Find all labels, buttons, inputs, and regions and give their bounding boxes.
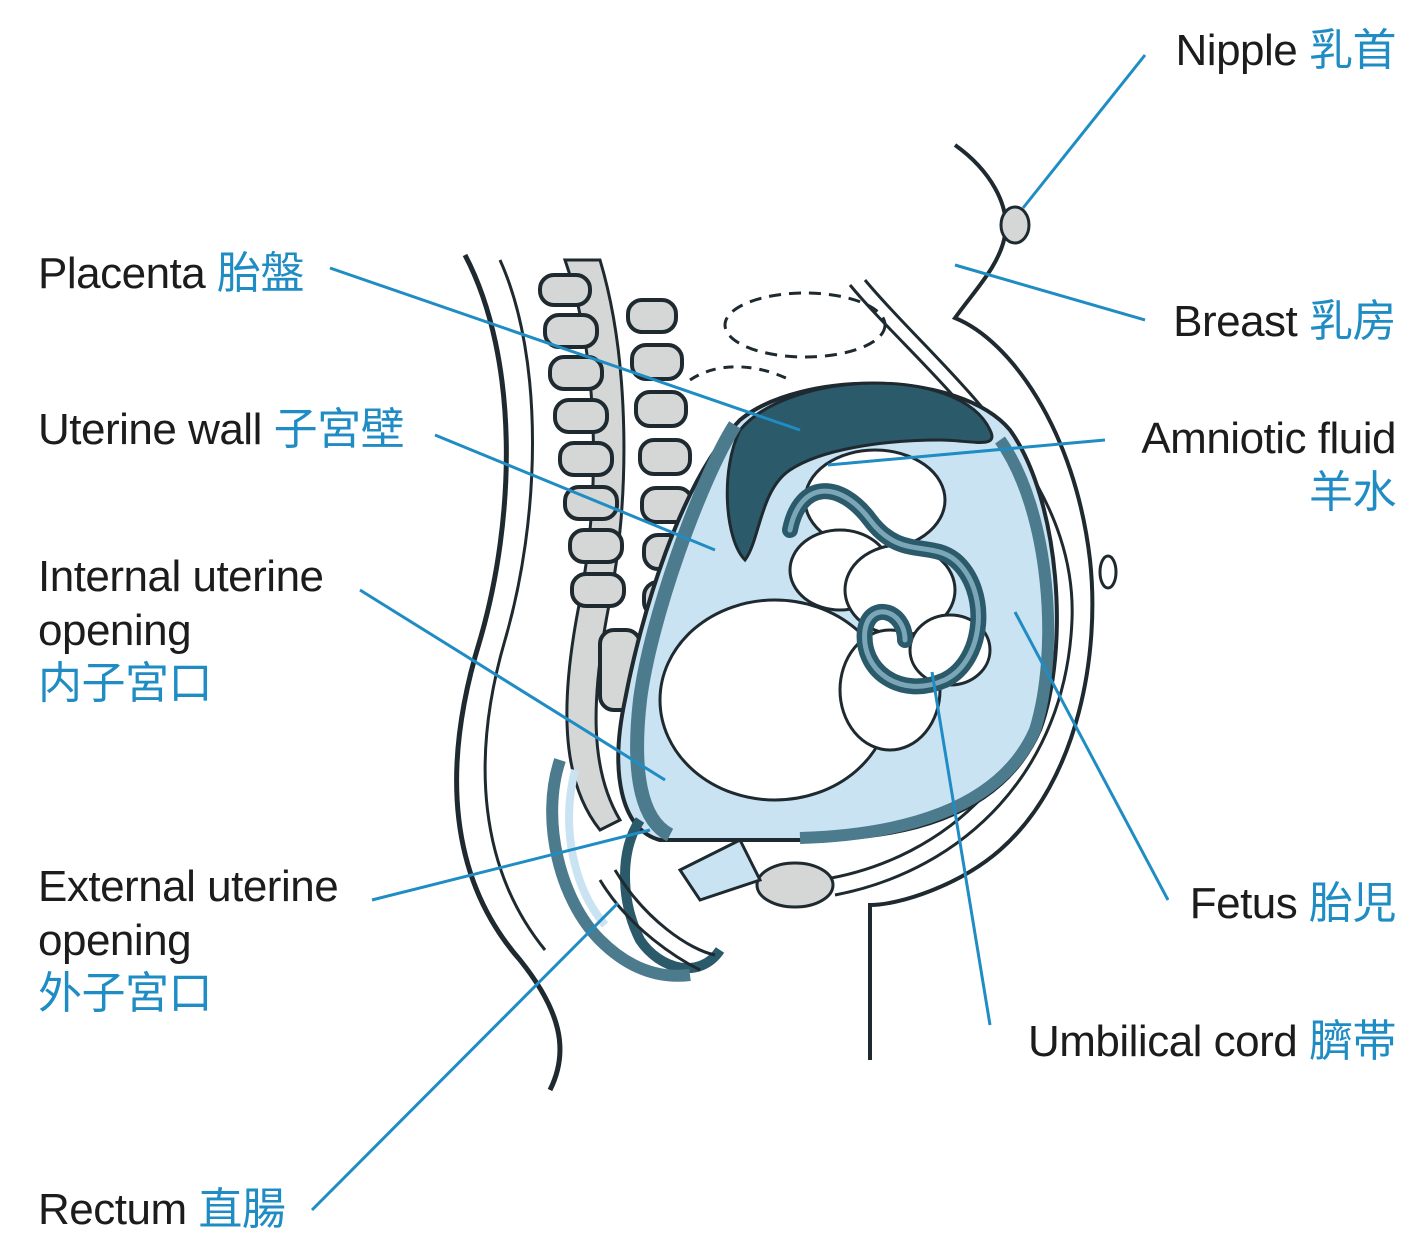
leader-nipple [1023, 55, 1145, 208]
label-breast: Breast 乳房 [1173, 295, 1396, 349]
label-rectum-jp: 直腸 [198, 1185, 285, 1234]
label-internal-opening-en1: Internal uterine [38, 550, 324, 604]
label-uterine-wall-jp: 子宮壁 [274, 405, 405, 454]
leader-breast [955, 265, 1145, 320]
leader-external-opening [372, 830, 650, 900]
leader-umbilical-cord [932, 672, 990, 1025]
label-placenta-en: Placenta [38, 249, 205, 298]
label-internal-opening: Internal uterine opening 内子宮口 [38, 550, 324, 711]
label-external-opening-en1: External uterine [38, 860, 338, 914]
label-uterine-wall: Uterine wall 子宮壁 [38, 403, 404, 457]
label-internal-opening-jp: 内子宮口 [38, 657, 324, 711]
label-internal-opening-en2: opening [38, 604, 324, 658]
label-external-opening-en2: opening [38, 914, 338, 968]
label-rectum: Rectum 直腸 [38, 1183, 285, 1237]
label-external-opening: External uterine opening 外子宮口 [38, 860, 338, 1021]
label-fetus: Fetus 胎児 [1190, 877, 1396, 931]
label-amniotic-fluid-en: Amniotic fluid [1141, 412, 1396, 466]
label-umbilical-cord-en: Umbilical cord [1028, 1017, 1297, 1066]
label-umbilical-cord: Umbilical cord 臍帯 [1028, 1015, 1396, 1069]
label-amniotic-fluid: Amniotic fluid 羊水 [1141, 412, 1396, 519]
label-breast-jp: 乳房 [1309, 297, 1396, 346]
leader-internal-opening [360, 590, 665, 780]
label-nipple-jp: 乳首 [1309, 26, 1396, 75]
label-rectum-en: Rectum [38, 1185, 187, 1234]
label-placenta: Placenta 胎盤 [38, 247, 304, 301]
label-uterine-wall-en: Uterine wall [38, 405, 262, 454]
label-fetus-en: Fetus [1190, 879, 1298, 928]
label-external-opening-jp: 外子宮口 [38, 967, 338, 1021]
leader-uterine-wall [435, 435, 715, 550]
leader-rectum [312, 903, 618, 1210]
label-placenta-jp: 胎盤 [217, 249, 304, 298]
label-fetus-jp: 胎児 [1309, 879, 1396, 928]
label-nipple: Nipple 乳首 [1176, 24, 1396, 78]
leader-amniotic-fluid [828, 440, 1105, 465]
leader-fetus [1015, 612, 1168, 900]
label-breast-en: Breast [1173, 297, 1297, 346]
label-nipple-en: Nipple [1176, 26, 1298, 75]
label-umbilical-cord-jp: 臍帯 [1309, 1017, 1396, 1066]
label-amniotic-fluid-jp: 羊水 [1141, 466, 1396, 520]
